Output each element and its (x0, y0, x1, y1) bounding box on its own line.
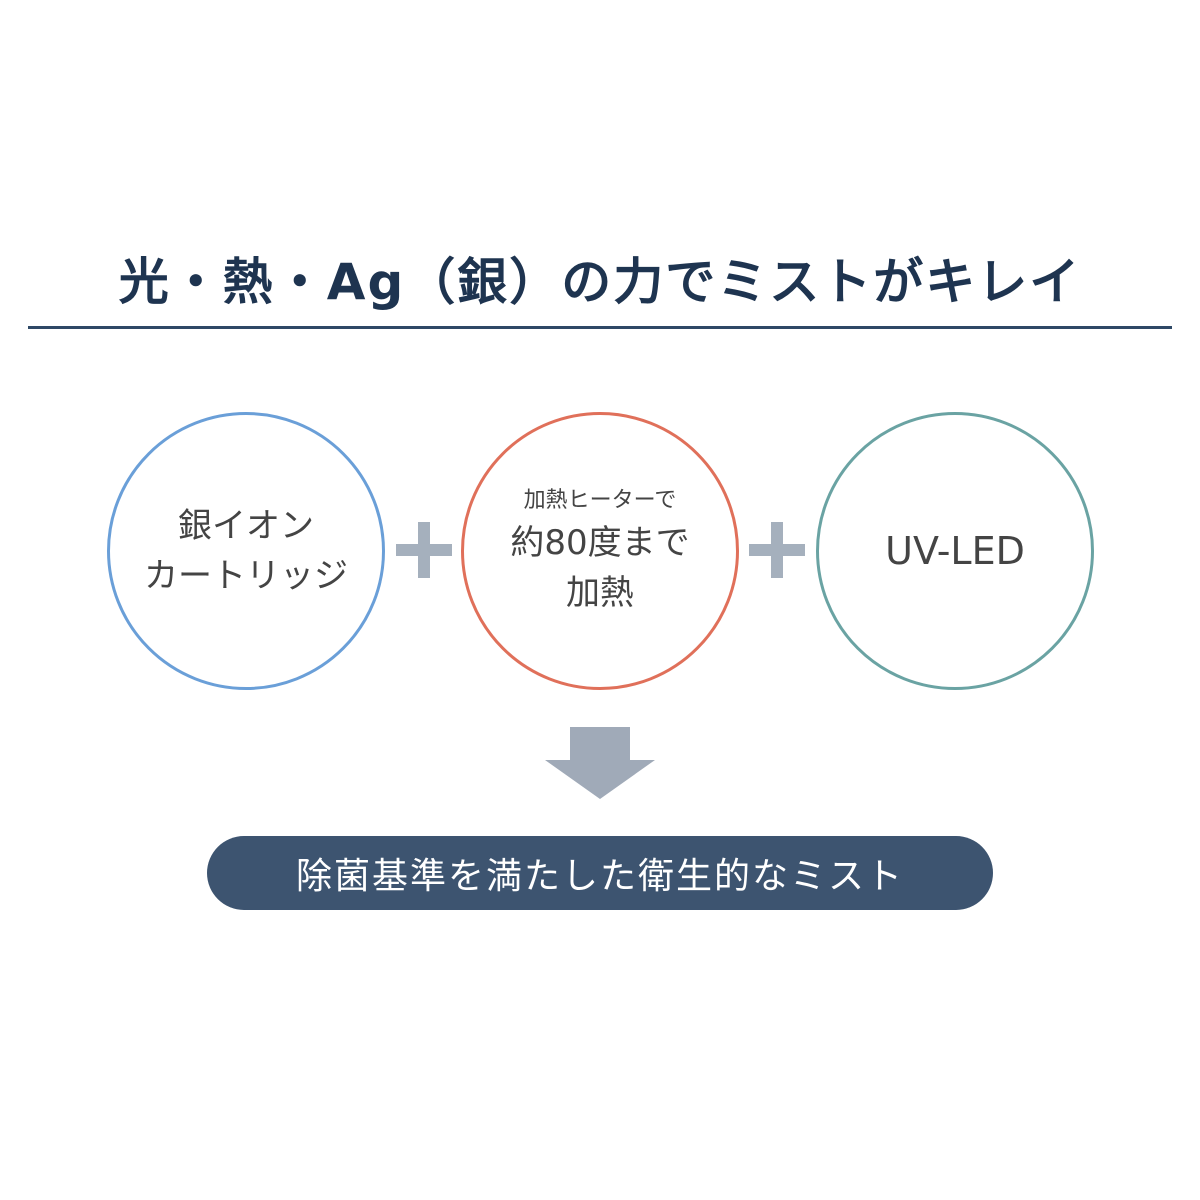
circle-label: 約80度まで (510, 523, 690, 563)
title-divider (28, 326, 1172, 329)
page-title: 光・熱・Ag（銀）の力でミストがキレイ (118, 253, 1082, 311)
plus-icon (749, 522, 805, 578)
circle-heater: 加熱ヒーターで 約80度まで 加熱 (461, 412, 739, 690)
circle-label: 加熱ヒーターで (523, 488, 677, 513)
circle-silver-ion: 銀イオン カートリッジ (107, 412, 385, 690)
result-banner: 除菌基準を満たした衛生的なミスト (207, 836, 993, 910)
circle-label: 銀イオン (178, 506, 314, 546)
circle-label: カートリッジ (144, 556, 348, 596)
arrow-down-icon (545, 727, 655, 799)
circle-label: 加熱 (566, 573, 634, 613)
circle-uv-led: UV-LED (816, 412, 1094, 690)
circle-label: UV-LED (885, 529, 1025, 573)
plus-icon (396, 522, 452, 578)
